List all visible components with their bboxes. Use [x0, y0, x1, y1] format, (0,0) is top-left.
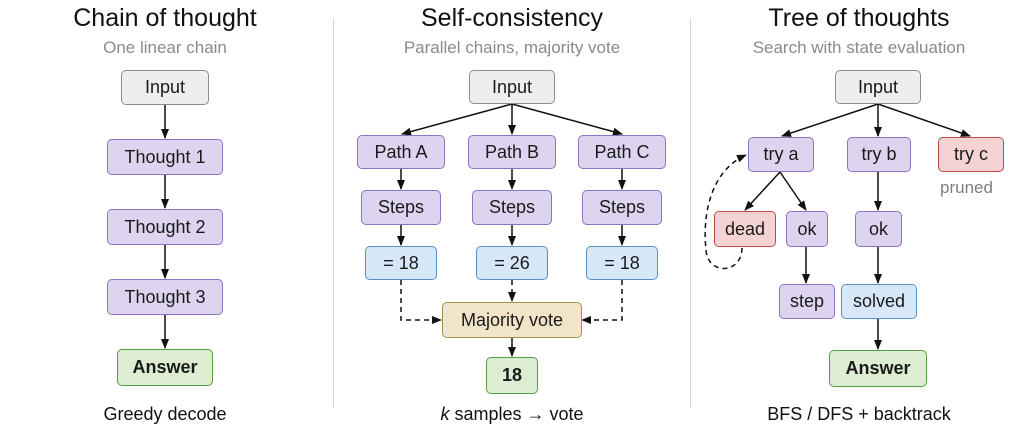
- panel-caption: k samples → vote: [336, 404, 688, 425]
- sc-node-majority-vote: Majority vote: [442, 302, 582, 338]
- panel-caption: BFS / DFS + backtrack: [767, 404, 951, 424]
- sc-node-input: Input: [469, 70, 555, 104]
- caption-k: k: [440, 404, 450, 424]
- tot-arrow-input-c: [877, 103, 971, 137]
- sc-node-path-b: Path B: [468, 135, 556, 169]
- sc-node-steps-a: Steps: [361, 190, 441, 225]
- tot-node-dead: dead: [714, 211, 776, 247]
- panel-divider-2: [690, 18, 691, 408]
- cot-node-thought-3: Thought 3: [107, 279, 223, 315]
- tot-node-ok-a: ok: [786, 211, 828, 247]
- panel-subtitle: Search with state evaluation: [752, 38, 966, 57]
- sc-node-path-a: Path A: [357, 135, 445, 169]
- sc-node-final-answer: 18: [486, 357, 538, 394]
- panel-chain-of-thought: Chain of thought One linear chain Greedy…: [0, 0, 330, 434]
- sc-arrow-input-c: [511, 103, 623, 136]
- panel-caption: Greedy decode: [103, 404, 227, 424]
- tot-arrow-input-a: [781, 103, 879, 137]
- tot-node-ok-b: ok: [855, 211, 902, 247]
- panel-tree-of-thoughts: Tree of thoughts Search with state evalu…: [694, 0, 1024, 434]
- panel-divider-1: [333, 18, 334, 408]
- cot-node-thought-2: Thought 2: [107, 209, 223, 245]
- panel-title: Chain of thought: [73, 4, 257, 32]
- tot-node-try-a: try a: [748, 137, 814, 172]
- tot-pruned-label: pruned: [940, 178, 993, 197]
- sc-arrow-res-a-vote: [400, 280, 442, 324]
- cot-node-input: Input: [121, 70, 209, 105]
- panel-title: Self-consistency: [420, 4, 604, 32]
- tot-arrow-a-dead: [744, 171, 781, 211]
- tot-arrow-a-ok: [779, 171, 807, 211]
- sc-node-steps-b: Steps: [472, 190, 552, 225]
- tot-node-answer: Answer: [829, 350, 927, 387]
- caption-rest: samples → vote: [449, 404, 584, 424]
- sc-node-steps-c: Steps: [582, 190, 662, 225]
- sc-node-result-c: = 18: [586, 246, 658, 280]
- sc-node-path-c: Path C: [578, 135, 666, 169]
- panel-subtitle: One linear chain: [103, 38, 227, 57]
- cot-node-thought-1: Thought 1: [107, 139, 223, 175]
- cot-node-answer: Answer: [117, 349, 213, 386]
- sc-arrow-res-c-vote: [581, 280, 623, 324]
- tot-node-try-b: try b: [847, 137, 911, 172]
- tot-node-input: Input: [835, 70, 921, 104]
- tot-node-try-c: try c: [938, 137, 1004, 172]
- sc-node-result-a: = 18: [365, 246, 437, 280]
- sc-node-result-b: = 26: [476, 246, 548, 280]
- panel-subtitle: Parallel chains, majority vote: [403, 38, 621, 57]
- tot-node-step: step: [779, 284, 835, 319]
- panel-title: Tree of thoughts: [768, 4, 950, 32]
- sc-arrow-input-a: [401, 103, 513, 136]
- tot-backtrack-arrow: [704, 154, 747, 270]
- tot-node-solved: solved: [841, 284, 917, 319]
- panel-self-consistency: Self-consistency Parallel chains, majori…: [336, 0, 688, 434]
